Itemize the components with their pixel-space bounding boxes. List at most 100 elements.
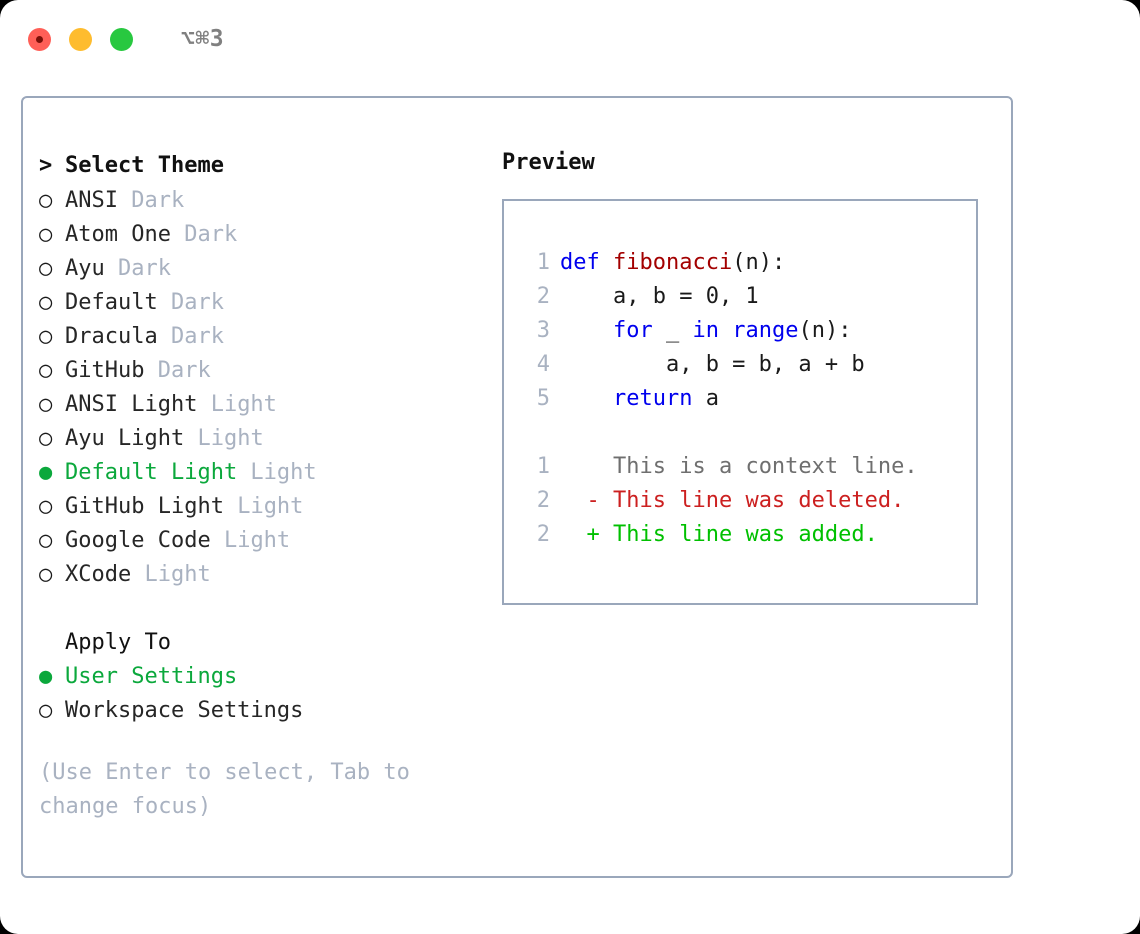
theme-name-label: ANSI [65, 188, 118, 213]
line-number: 1 [536, 454, 550, 479]
diff-marker [560, 450, 600, 484]
code-token: (n): [732, 250, 786, 275]
select-theme-heading: > Select Theme [39, 148, 489, 184]
diff-marker: + [560, 522, 600, 547]
code-token [719, 318, 732, 343]
theme-kind-badge: Dark [144, 358, 211, 383]
radio-unselected-icon[interactable]: ○ [39, 188, 53, 213]
prompt-caret-icon: > [39, 153, 53, 178]
diff-marker: - [560, 488, 600, 513]
theme-name-label: Dracula [65, 324, 158, 349]
code-token: a, b = 0, 1 [560, 284, 759, 309]
line-number: 4 [536, 352, 550, 377]
theme-kind-badge: Light [210, 528, 291, 553]
line-number: 2 [536, 522, 550, 547]
theme-kind-badge: Light [184, 426, 264, 451]
apply-to-option[interactable]: ● User Settings [39, 660, 489, 694]
code-token: range [732, 318, 799, 343]
close-button[interactable] [28, 27, 51, 51]
theme-name-label: GitHub Light [65, 494, 224, 519]
preview-title: Preview [502, 150, 595, 175]
theme-list-item[interactable]: ○Atom One Dark [39, 218, 489, 252]
theme-kind-badge: Dark [157, 324, 224, 349]
code-line: 4 a, b = b, a + b [516, 348, 976, 382]
theme-list-item[interactable]: ○ Ayu Dark [39, 252, 489, 286]
code-token: (n): [798, 318, 852, 343]
theme-name-label: GitHub [65, 358, 145, 383]
theme-list-item[interactable]: ○Default Dark [39, 286, 489, 320]
theme-list-item[interactable]: ○ ANSI Dark [39, 184, 489, 218]
theme-list-item[interactable]: ○GitHub Light Light [39, 490, 489, 524]
theme-list-item[interactable]: ○ GitHub Dark [39, 354, 489, 388]
radio-unselected-icon[interactable]: ○ [39, 494, 53, 519]
diff-line: 2 - This line was deleted. [516, 484, 976, 518]
radio-unselected-icon[interactable]: ○ [39, 358, 53, 383]
radio-unselected-icon[interactable]: ○ [39, 290, 53, 315]
code-token: fibonacci [612, 250, 733, 275]
traffic-lights [28, 27, 133, 51]
code-token: _ [652, 318, 693, 343]
theme-list-item[interactable]: ○ANSI Light Light [39, 388, 489, 422]
radio-unselected-icon[interactable]: ○ [39, 528, 53, 553]
theme-picker-panel: > Select Theme ○ANSI Dark○Atom One Dark○… [21, 96, 1013, 878]
theme-kind-badge: Dark [104, 256, 171, 281]
radio-unselected-icon[interactable]: ○ [39, 426, 53, 451]
radio-unselected-icon[interactable]: ○ [39, 324, 53, 349]
code-line-text: for _ in range(n): [560, 314, 851, 348]
code-token [560, 318, 613, 343]
apply-to-list: ● User Settings ○ Workspace Settings [39, 660, 489, 728]
theme-name-label: Google Code [65, 528, 211, 553]
apply-to-option[interactable]: ○ Workspace Settings [39, 694, 489, 728]
theme-list-column: > Select Theme ○ANSI Dark○Atom One Dark○… [39, 148, 489, 824]
radio-unselected-icon[interactable]: ○ [39, 392, 53, 417]
theme-kind-badge: Dark [157, 290, 224, 315]
code-token: a [692, 386, 719, 411]
theme-name-label: Ayu Light [65, 426, 185, 451]
theme-list: ○ANSI Dark○Atom One Dark○Ayu Dark○Defaul… [39, 184, 489, 592]
line-number: 5 [536, 386, 550, 411]
radio-unselected-icon[interactable]: ○ [39, 222, 53, 247]
radio-selected-icon[interactable]: ● [39, 460, 53, 485]
theme-name-label: Default Light [65, 460, 238, 485]
code-diff-separator [516, 416, 976, 450]
code-token: in [692, 318, 719, 343]
theme-list-item[interactable]: ●Default Light Light [39, 456, 489, 490]
code-line: 5 return a [516, 382, 976, 416]
radio-unselected-icon[interactable]: ○ [39, 698, 53, 723]
keyboard-shortcut-label: ⌥⌘3 [181, 26, 225, 52]
diff-line-text: This line was deleted. [599, 488, 905, 513]
zoom-button[interactable] [110, 27, 133, 51]
theme-name-label: Ayu [65, 256, 105, 281]
diff-line-text: This line was added. [599, 522, 878, 547]
theme-list-item[interactable]: ○ Ayu Light Light [39, 422, 489, 456]
theme-kind-badge: Dark [117, 188, 185, 213]
title-bar: ⌥⌘3 [0, 0, 1140, 78]
diff-line-text: This is a context line. [599, 454, 918, 479]
theme-list-item[interactable]: ○ XCode Light [39, 558, 489, 592]
line-number: 1 [536, 250, 550, 275]
theme-name-label: XCode [65, 562, 132, 587]
apply-to-option-label: Workspace Settings [65, 698, 304, 723]
code-token: return [612, 386, 693, 411]
code-token: for [612, 318, 653, 343]
minimize-button[interactable] [69, 27, 92, 51]
theme-name-label: Atom One [65, 222, 171, 247]
code-line-text: a, b = b, a + b [560, 348, 865, 382]
theme-list-item[interactable]: ○ Dracula Dark [39, 320, 489, 354]
theme-kind-badge: Light [197, 392, 277, 417]
radio-unselected-icon[interactable]: ○ [39, 256, 53, 281]
diff-line: 1 This is a context line. [516, 450, 976, 484]
radio-selected-icon[interactable]: ● [39, 664, 53, 689]
code-line-text: a, b = 0, 1 [560, 280, 759, 314]
radio-unselected-icon[interactable]: ○ [39, 562, 53, 587]
diff-preview: 1 This is a context line.2 - This line w… [516, 450, 976, 552]
code-line: 3 for _ in range(n): [516, 314, 976, 348]
theme-kind-badge: Light [131, 562, 211, 587]
code-token: a, b = b, a + b [560, 352, 865, 377]
theme-list-item[interactable]: ○ Google Code Light [39, 524, 489, 558]
apply-to-option-label: User Settings [65, 664, 238, 689]
